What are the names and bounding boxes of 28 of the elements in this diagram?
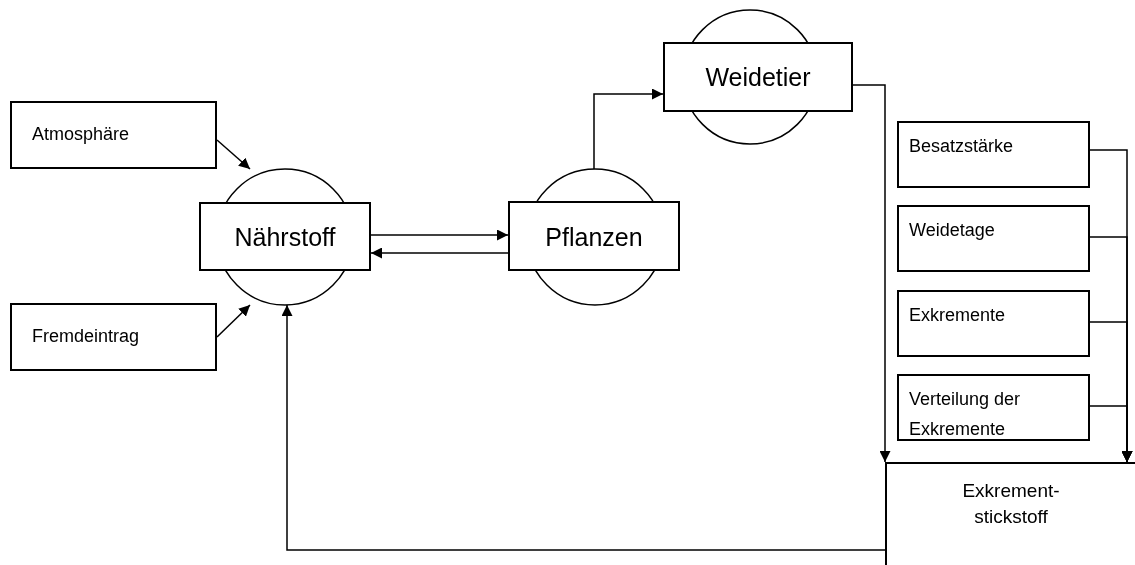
node-label: Exkrement- stickstoff bbox=[961, 479, 1061, 529]
text-box bbox=[10, 101, 217, 169]
node-label: Exkremente bbox=[909, 304, 1006, 327]
arrow bbox=[370, 247, 509, 259]
arrow bbox=[216, 304, 251, 338]
circle-box bbox=[663, 10, 853, 144]
circle-box bbox=[508, 169, 680, 305]
arrow bbox=[593, 88, 664, 170]
text-box bbox=[897, 205, 1090, 272]
output-bar bbox=[885, 462, 1135, 565]
node-label: Pflanzen bbox=[544, 222, 644, 252]
node-label: Weidetage bbox=[909, 219, 995, 242]
arrow bbox=[852, 84, 891, 463]
node-label: Verteilung der Exkremente bbox=[909, 388, 1022, 441]
node-label: Weidetier bbox=[704, 62, 812, 92]
text-box bbox=[897, 121, 1090, 188]
text-box bbox=[897, 290, 1090, 357]
circle-box bbox=[199, 169, 371, 305]
node-label: Atmosphäre bbox=[32, 123, 130, 146]
arrow bbox=[216, 139, 251, 170]
arrow bbox=[281, 304, 886, 551]
text-box bbox=[897, 374, 1090, 441]
arrow bbox=[370, 229, 509, 241]
node-label: Nährstoff bbox=[233, 222, 337, 252]
arrow bbox=[1089, 405, 1133, 463]
node-label: Fremdeintrag bbox=[32, 325, 140, 348]
node-label: Besatzstärke bbox=[909, 135, 1014, 158]
text-box bbox=[10, 303, 217, 371]
